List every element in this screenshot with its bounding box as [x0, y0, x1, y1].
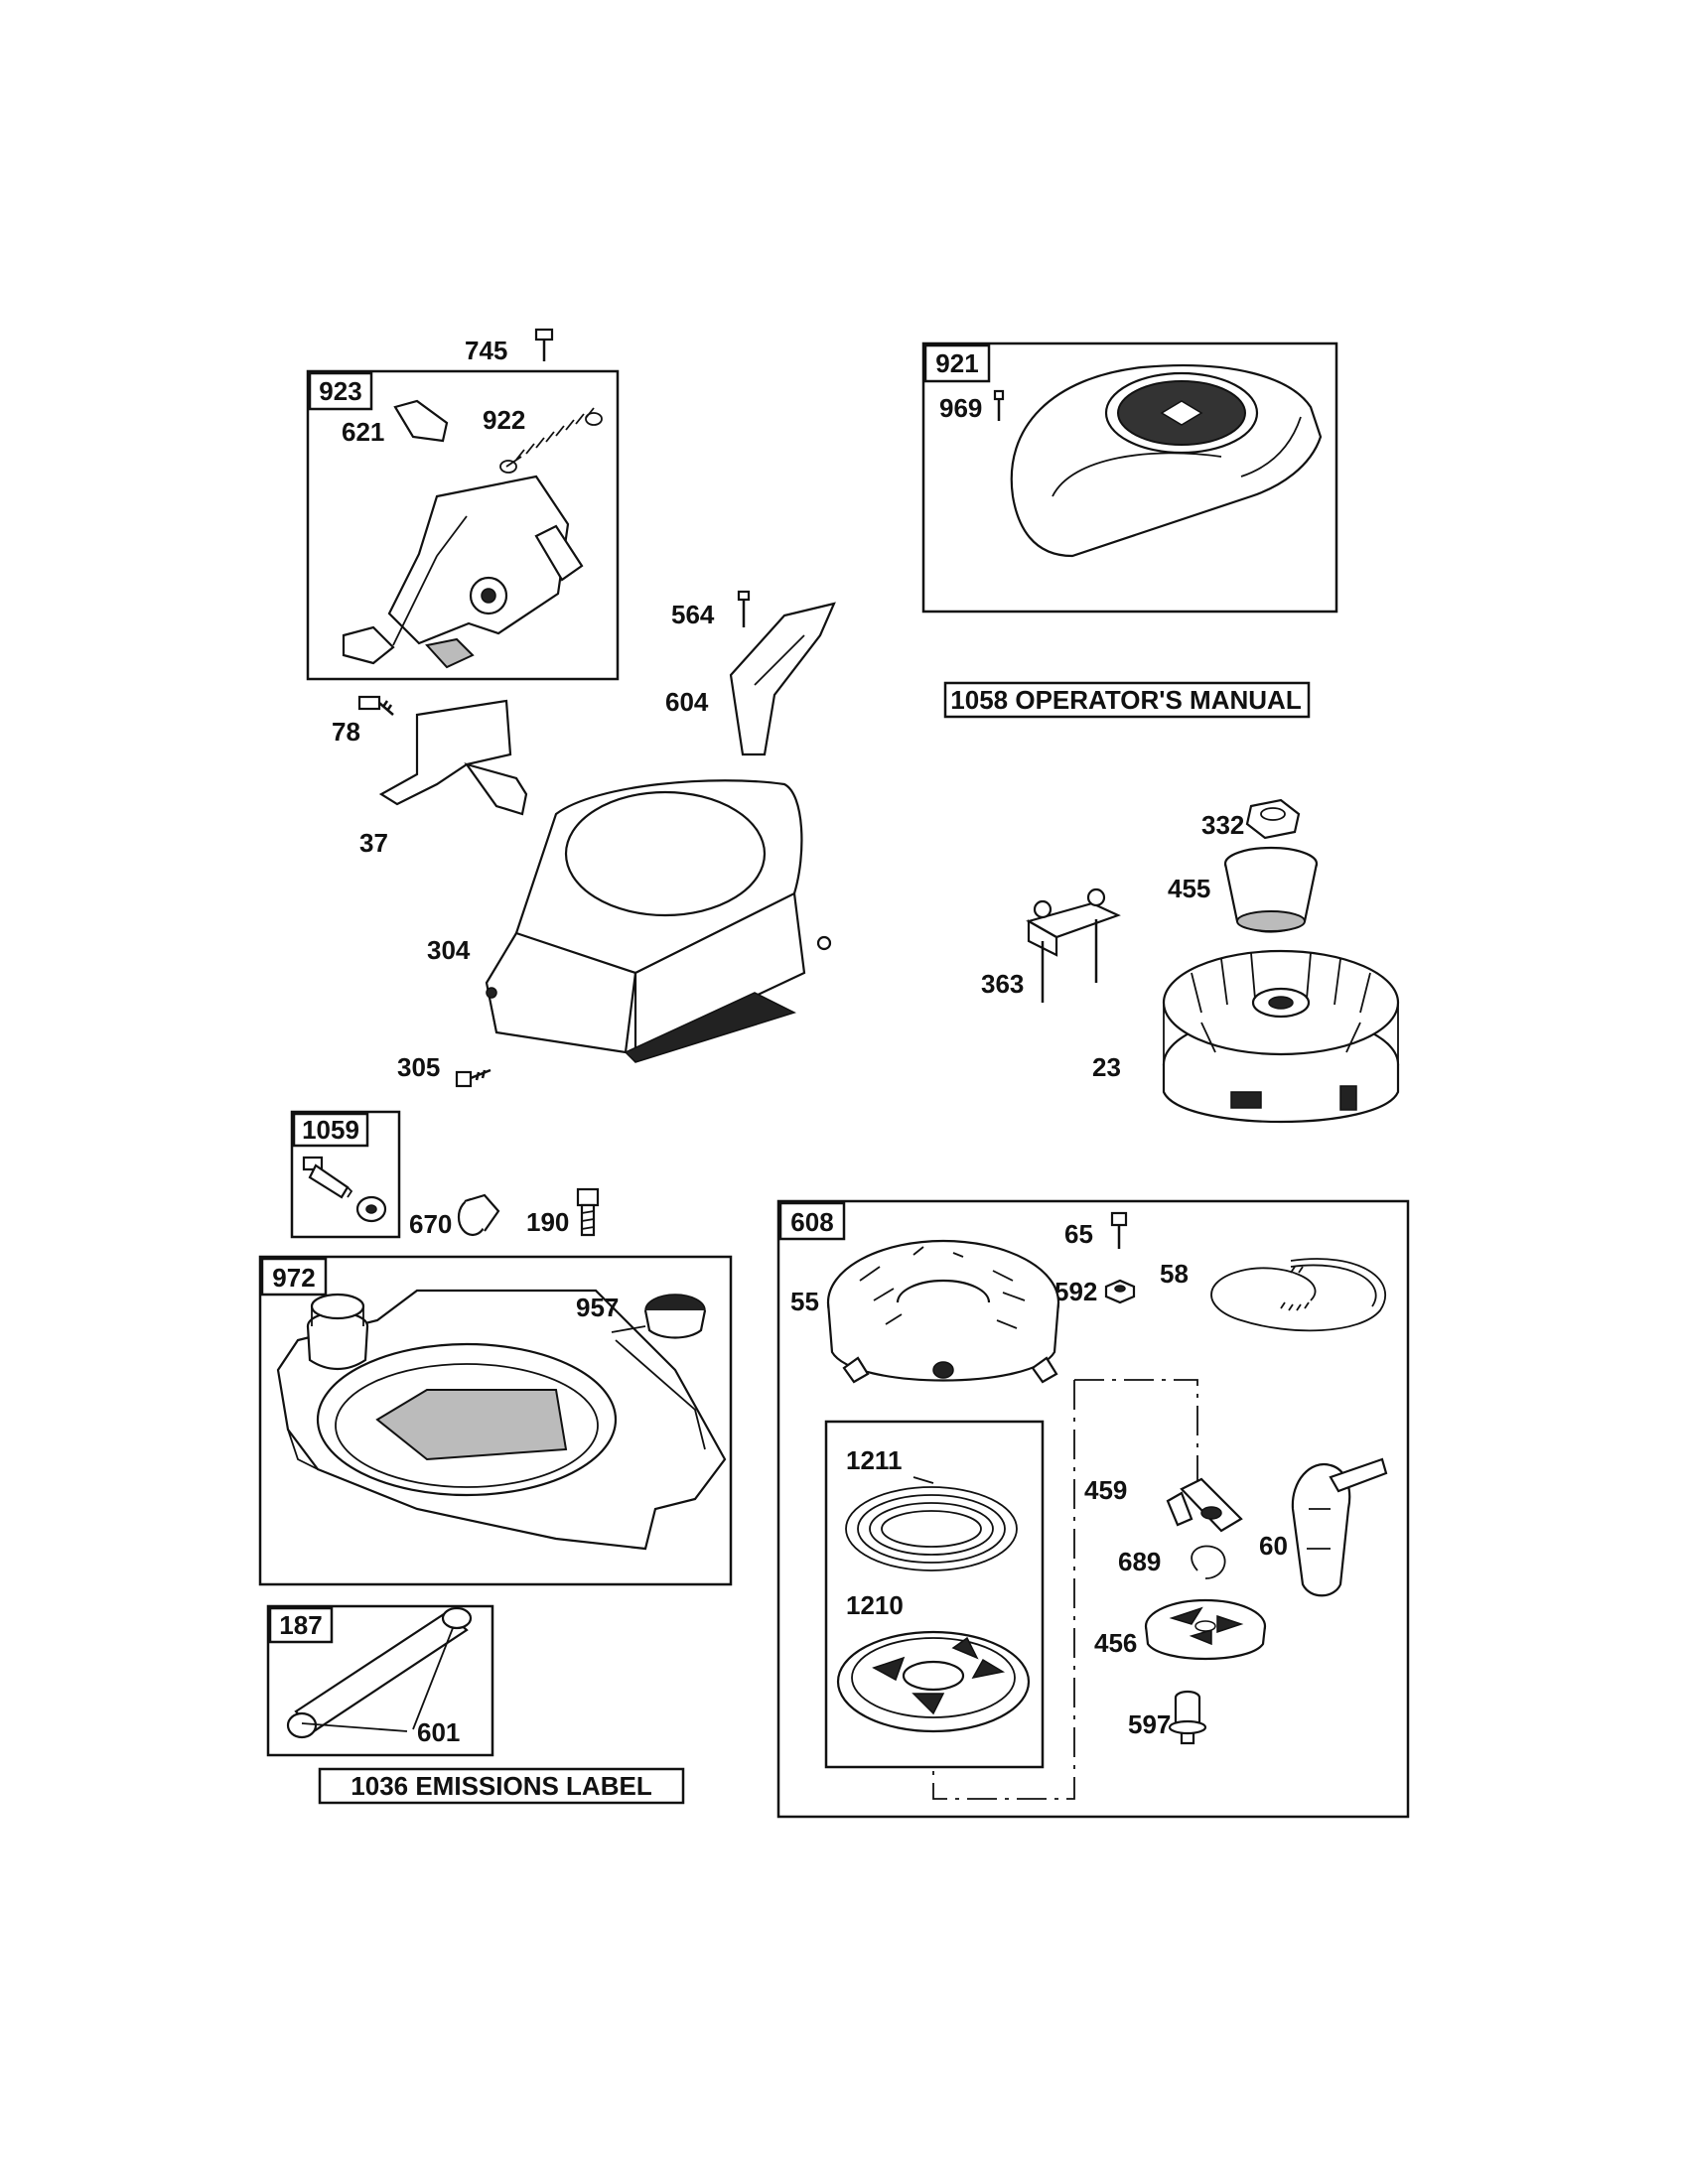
screw-305 [455, 1068, 491, 1088]
screw-65 [1110, 1211, 1128, 1249]
part-label-1211: 1211 [846, 1445, 902, 1475]
part-label-332: 332 [1201, 810, 1244, 840]
box-label-972: 972 [272, 1263, 315, 1293]
part-label-564: 564 [671, 600, 715, 629]
part-label-65: 65 [1064, 1219, 1093, 1249]
emissions-label-banner: 1036 EMISSIONS LABEL [318, 1767, 685, 1805]
part-label-37: 37 [359, 828, 388, 858]
box-label-608: 608 [790, 1207, 833, 1237]
nut-592 [1104, 1279, 1136, 1304]
box-label-187: 187 [279, 1610, 322, 1640]
part-label-922: 922 [483, 405, 525, 435]
part-label-621: 621 [342, 417, 384, 447]
flywheel-23 [1162, 949, 1400, 1123]
part-label-190: 190 [526, 1207, 569, 1237]
screw-969 [993, 389, 1005, 421]
part-group-972: 972 957 [258, 1255, 733, 1586]
fuel-line-601 [286, 1606, 473, 1739]
spring-922 [499, 407, 603, 474]
operators-manual-banner: 1058 OPERATOR'S MANUAL [943, 681, 1311, 719]
part-label-969: 969 [939, 393, 982, 423]
part-group-923: 923 [306, 369, 620, 681]
part-label-304: 304 [427, 935, 471, 965]
part-label-456: 456 [1094, 1628, 1137, 1658]
screw-597 [1168, 1690, 1207, 1745]
baffle-37 [378, 699, 512, 806]
stud-190 [576, 1187, 600, 1237]
part-label-670: 670 [409, 1209, 452, 1239]
air-guide-604 [729, 602, 836, 756]
nut-332 [1245, 798, 1301, 840]
engine-base-972 [276, 1289, 727, 1551]
part-label-604: 604 [665, 687, 709, 717]
part-label-459: 459 [1084, 1475, 1127, 1505]
link-621 [393, 399, 449, 443]
svg-text:1058 OPERATOR'S MANUAL: 1058 OPERATOR'S MANUAL [950, 685, 1302, 715]
part-group-187: 187 601 [266, 1604, 494, 1757]
rewind-spring-1211 [845, 1476, 1018, 1571]
part-label-592: 592 [1054, 1277, 1097, 1306]
part-label-78: 78 [332, 717, 360, 747]
part-label-23: 23 [1092, 1052, 1121, 1082]
part-label-957: 957 [576, 1293, 619, 1322]
part-label-60: 60 [1259, 1531, 1288, 1561]
dipstick-tube-fitting [302, 1156, 387, 1223]
svg-text:1036 EMISSIONS LABEL: 1036 EMISSIONS LABEL [351, 1771, 652, 1801]
blower-housing-304 [485, 779, 832, 1063]
part-label-305: 305 [397, 1052, 440, 1082]
box-label-921: 921 [935, 348, 978, 378]
part-group-921: 921 969 [921, 341, 1338, 614]
cam-456 [1144, 1598, 1267, 1661]
screw-745 [534, 328, 554, 361]
part-label-55: 55 [790, 1287, 819, 1316]
starter-housing-55 [826, 1239, 1060, 1384]
part-label-689: 689 [1118, 1547, 1161, 1576]
part-label-601: 601 [417, 1717, 460, 1747]
part-group-1059: 1059 [290, 1110, 401, 1239]
starter-rope-58 [1210, 1258, 1386, 1332]
control-bracket [342, 475, 584, 669]
part-label-745: 745 [465, 336, 507, 365]
cap-957 [611, 1294, 707, 1339]
bolt-78 [357, 695, 394, 716]
part-label-455: 455 [1168, 874, 1210, 903]
part-label-363: 363 [981, 969, 1024, 999]
part-group-608: 608 65 592 58 55 [776, 1199, 1410, 1819]
part-label-58: 58 [1160, 1259, 1189, 1289]
cup-455 [1223, 846, 1319, 933]
part-label-597: 597 [1128, 1709, 1171, 1739]
starter-handle-60 [1291, 1457, 1388, 1597]
armature-bracket-363 [1026, 887, 1121, 1003]
part-label-1210: 1210 [846, 1590, 904, 1620]
dog-459 [1166, 1477, 1243, 1533]
screw-564 [737, 590, 751, 627]
pulley-subgroup-box [824, 1420, 1045, 1769]
bushing-670 [457, 1193, 500, 1237]
assembly-link-line [932, 1379, 1198, 1800]
box-label-923: 923 [319, 376, 361, 406]
box-label-1059: 1059 [302, 1115, 359, 1145]
retainer-689 [1191, 1545, 1226, 1579]
blower-cover [1010, 364, 1323, 558]
pulley-1210 [836, 1630, 1031, 1733]
